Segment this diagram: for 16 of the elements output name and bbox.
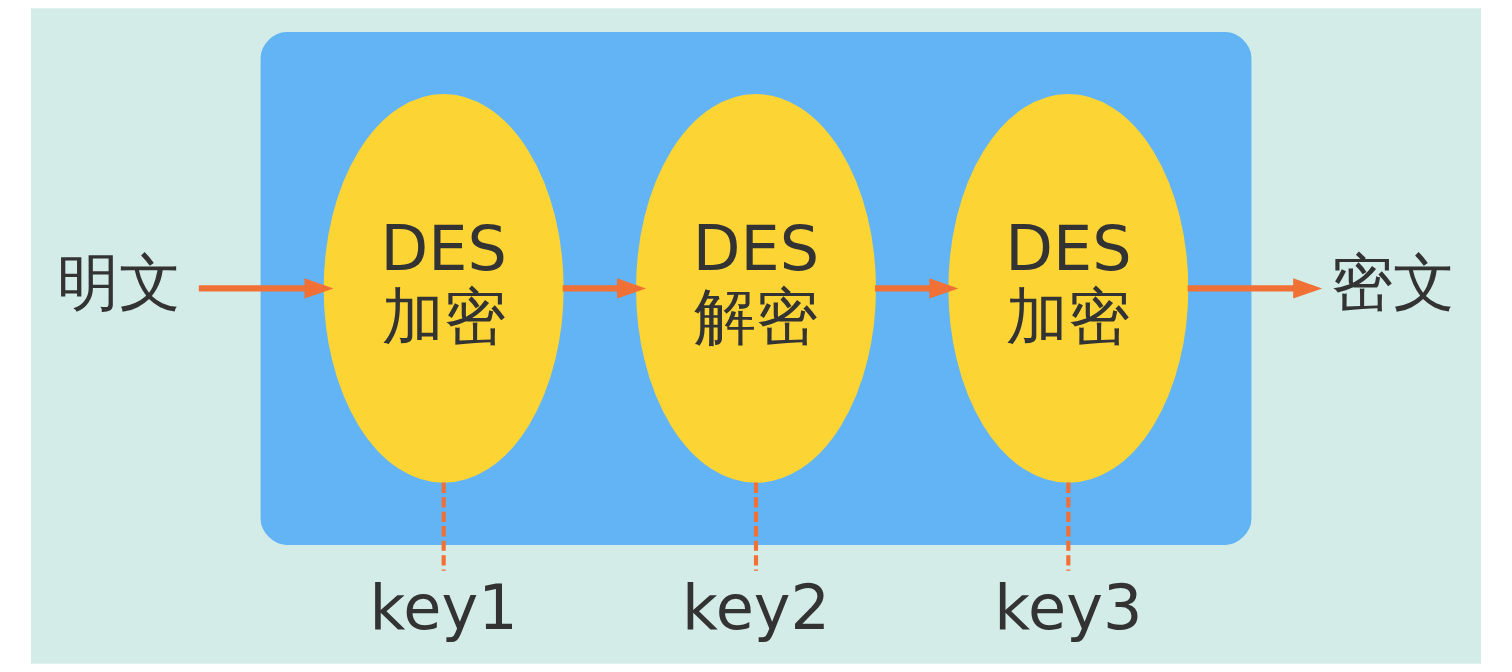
arrow xyxy=(198,278,334,299)
cluster xyxy=(260,31,1252,545)
node-text: 明文 xyxy=(56,245,181,319)
node-text: 密文 xyxy=(1331,245,1456,319)
node-text: key3 xyxy=(994,570,1143,644)
arrow xyxy=(562,278,647,299)
connector xyxy=(1066,482,1071,571)
connector xyxy=(753,482,759,571)
node-text: key1 xyxy=(369,570,518,644)
connector xyxy=(441,482,446,571)
arrow xyxy=(1187,278,1323,299)
node-ellipse: DES 解密 xyxy=(636,94,876,483)
arrow xyxy=(874,278,959,299)
node-ellipse: DES 加密 xyxy=(948,94,1189,483)
node-text: key2 xyxy=(681,570,831,644)
node-ellipse: DES 加密 xyxy=(323,94,564,483)
